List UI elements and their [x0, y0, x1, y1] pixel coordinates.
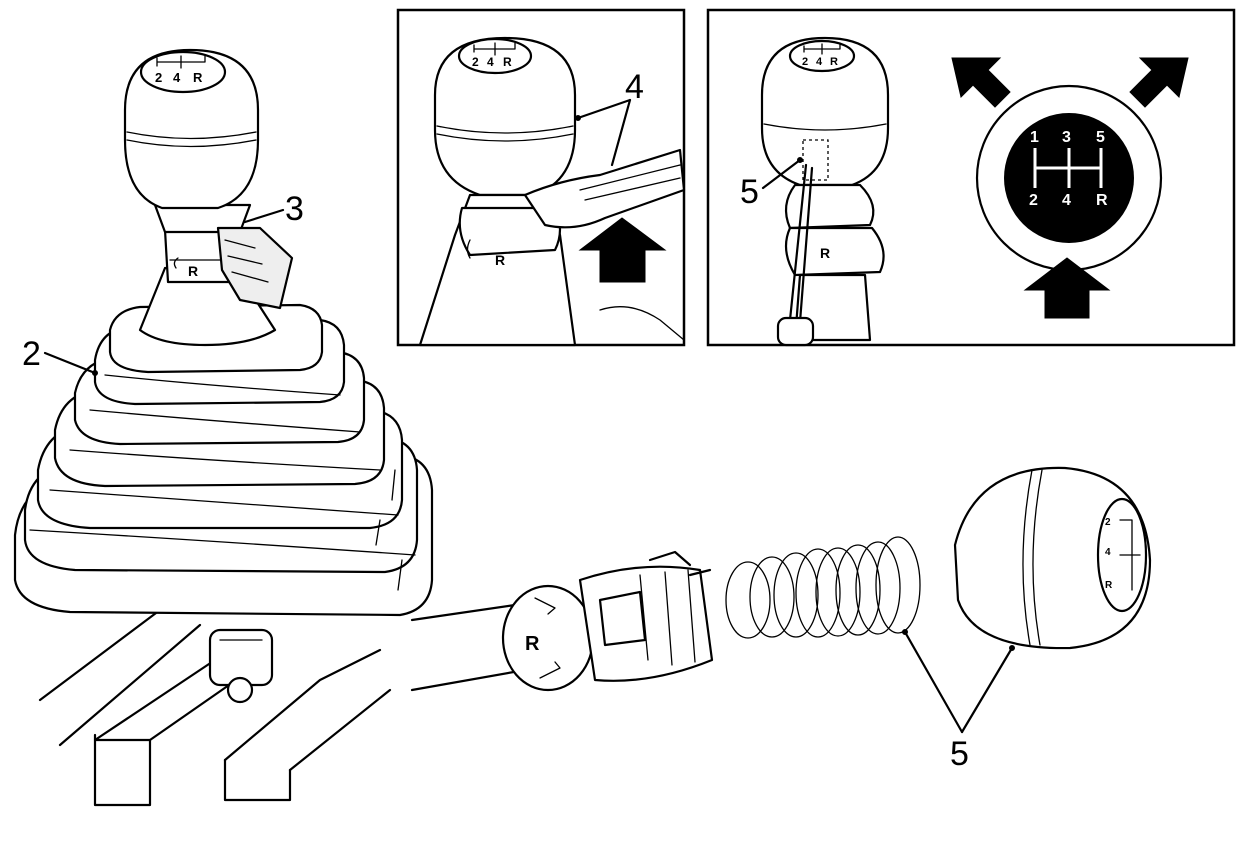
- svg-text:4: 4: [816, 56, 823, 68]
- masking-tape: [216, 226, 294, 310]
- svg-text:R: R: [193, 70, 203, 85]
- shift-pattern-disc: 1 3 5 2 4 R: [975, 84, 1163, 272]
- svg-text:R: R: [503, 55, 512, 69]
- svg-text:R: R: [1105, 580, 1113, 591]
- pattern-gear-2: 2: [1029, 192, 1038, 209]
- floor-tunnel: [38, 608, 392, 807]
- callout-3: 3: [285, 190, 304, 228]
- detail-panel-pattern: 2 4 R R 5 1 3 5 2 4 R: [706, 8, 1236, 347]
- arrow-icon: [1023, 257, 1111, 319]
- main-assembly-view: R 2 4 R 3 2: [13, 48, 434, 807]
- pattern-gear-3: 3: [1062, 129, 1071, 146]
- callout-2: 2: [22, 335, 41, 373]
- svg-text:2: 2: [472, 55, 479, 69]
- svg-text:4: 4: [1105, 547, 1111, 558]
- gear-lever-boot: [13, 266, 434, 617]
- pattern-gear-r: R: [1096, 192, 1108, 209]
- pattern-gear-5: 5: [1096, 129, 1105, 146]
- lever-base-joint: [208, 628, 274, 704]
- svg-text:4: 4: [487, 55, 494, 69]
- detail-panel-wrench: 2 4 R R 4: [396, 8, 686, 347]
- spring: [725, 536, 921, 639]
- svg-text:R: R: [495, 252, 505, 268]
- svg-text:R: R: [830, 56, 838, 68]
- arrow-icon: [951, 57, 1011, 108]
- callout-5-panel: 5: [740, 173, 759, 211]
- svg-text:R: R: [525, 633, 540, 655]
- gear-knob: 2 4 R: [123, 48, 260, 210]
- svg-text:2: 2: [1105, 517, 1111, 528]
- callout-5-parts: 5: [950, 735, 969, 773]
- svg-text:R: R: [820, 245, 830, 261]
- svg-text:4: 4: [173, 70, 181, 85]
- arrow-icon: [578, 217, 667, 283]
- svg-text:2: 2: [155, 70, 162, 85]
- svg-text:R: R: [188, 263, 198, 279]
- exploded-parts-view: R 2 4 R: [410, 466, 1152, 773]
- loose-gear-knob: 2 4 R: [953, 466, 1152, 650]
- pattern-gear-1: 1: [1030, 129, 1039, 146]
- pattern-gear-4: 4: [1062, 192, 1071, 209]
- arrow-icon: [1129, 57, 1189, 108]
- callout-4: 4: [625, 68, 644, 106]
- svg-text:2: 2: [802, 56, 808, 68]
